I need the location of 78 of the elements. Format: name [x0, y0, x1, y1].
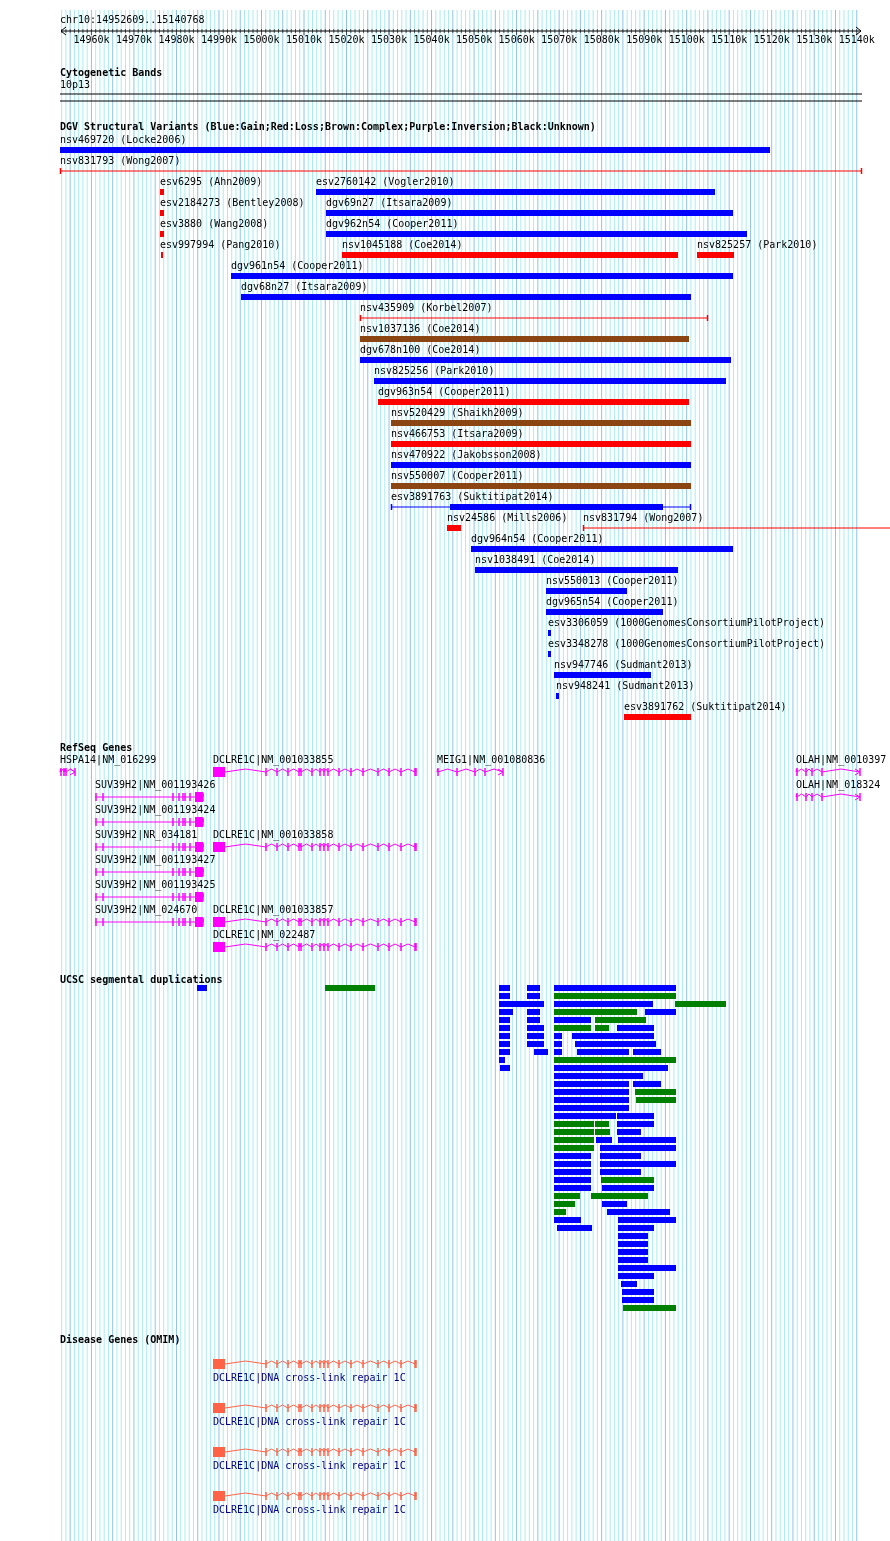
gene-label: SUV39H2|NR_034181	[95, 829, 198, 840]
variant-label: nsv1038491 (Coe2014)	[475, 554, 596, 565]
variant-label: dgv964n54 (Cooper2011)	[471, 533, 604, 544]
gene-label: HSPA14|NM_016299	[60, 754, 157, 765]
variant-label: nsv948241 (Sudmant2013)	[556, 680, 695, 691]
track-title: RefSeq Genes	[60, 742, 133, 753]
variant-label: dgv965n54 (Cooper2011)	[546, 596, 679, 607]
variant-label: esv3891763 (Suktitipat2014)	[391, 491, 554, 502]
variant-label: nsv831793 (Wong2007)	[60, 155, 181, 166]
gene-label: OLAH|NM_0010397	[796, 754, 887, 765]
tick-label: 15080k	[583, 34, 620, 45]
gene-label: SUV39H2|NM_001193426	[95, 779, 216, 790]
variant-label: esv3348278 (1000GenomesConsortiumPilotProject)	[548, 638, 825, 649]
tick-label: 15050k	[456, 34, 493, 45]
variant-label: esv2184273 (Bentley2008)	[160, 197, 305, 208]
gene-description: DCLRE1C|DNA cross-link repair 1C	[213, 1504, 406, 1515]
position-label: chr10:14952609..15140768	[60, 14, 205, 25]
variant-label: esv3891762 (Suktitipat2014)	[624, 701, 787, 712]
gene-label: SUV39H2|NM_001193424	[95, 804, 216, 815]
track-title: UCSC segmental duplications	[60, 974, 223, 985]
variant-label: dgv963n54 (Cooper2011)	[378, 386, 511, 397]
tick-label: 15060k	[498, 34, 535, 45]
tick-label: 14990k	[200, 34, 238, 45]
variant-label: nsv24586 (Mills2006)	[447, 512, 568, 523]
tick-label: 14970k	[115, 34, 153, 45]
gene-label: OLAH|NM_018324	[796, 779, 881, 790]
variant-label: dgv678n100 (Coe2014)	[360, 344, 481, 355]
variant-label: esv6295 (Ahn2009)	[160, 176, 263, 187]
track-title: DGV Structural Variants (Blue:Gain;Red:Loss;Brown:Complex;Purple:Inversion;Black:Unknown)	[60, 121, 596, 132]
tick-label: 15030k	[371, 34, 408, 45]
track-title: Disease Genes (OMIM)	[60, 1334, 181, 1345]
variant-label: esv3306059 (1000GenomesConsortiumPilotProject)	[548, 617, 825, 628]
variant-label: nsv825257 (Park2010)	[697, 239, 818, 250]
tick-label: 15040k	[413, 34, 450, 45]
variant-label: nsv947746 (Sudmant2013)	[554, 659, 693, 670]
variant-label: nsv469720 (Locke2006)	[60, 134, 187, 145]
gene-label: DCLRE1C|NM_001033857	[213, 904, 334, 915]
variant-label: esv3880 (Wang2008)	[160, 218, 269, 229]
tick-label: 15020k	[328, 34, 365, 45]
gene-label: SUV39H2|NM_024670	[95, 904, 198, 915]
gene-label: SUV39H2|NM_001193427	[95, 854, 216, 865]
gene-label: SUV39H2|NM_001193425	[95, 879, 216, 890]
variant-label: nsv470922 (Jakobsson2008)	[391, 449, 542, 460]
variant-label: nsv520429 (Shaikh2009)	[391, 407, 524, 418]
variant-label: nsv550013 (Cooper2011)	[546, 575, 679, 586]
track-title: Cytogenetic Bands	[60, 67, 163, 78]
variant-label: nsv1037136 (Coe2014)	[360, 323, 481, 334]
tick-label: 15110k	[711, 34, 748, 45]
band-label: 10p13	[60, 79, 91, 90]
tick-label: 14960k	[73, 34, 110, 45]
tick-label: 15130k	[796, 34, 833, 45]
variant-label: dgv961n54 (Cooper2011)	[231, 260, 364, 271]
variant-label: esv997994 (Pang2010)	[160, 239, 281, 250]
tick-label: 15010k	[286, 34, 323, 45]
variant-label: dgv69n27 (Itsara2009)	[326, 197, 453, 208]
variant-label: esv2760142 (Vogler2010)	[316, 176, 455, 187]
variant-label: nsv466753 (Itsara2009)	[391, 428, 524, 439]
variant-label: nsv550007 (Cooper2011)	[391, 470, 524, 481]
variant-label: nsv1045188 (Coe2014)	[342, 239, 463, 250]
tick-label: 15000k	[243, 34, 280, 45]
gene-description: DCLRE1C|DNA cross-link repair 1C	[213, 1460, 406, 1471]
gene-label: DCLRE1C|NM_001033858	[213, 829, 334, 840]
tick-label: 15070k	[541, 34, 578, 45]
tick-label: 15140k	[838, 34, 875, 45]
variant-label: dgv962n54 (Cooper2011)	[326, 218, 459, 229]
gene-label: MEIG1|NM_001080836	[437, 754, 546, 765]
gene-label: DCLRE1C|NM_001033855	[213, 754, 334, 765]
tick-label: 15120k	[753, 34, 790, 45]
tick-label: 15100k	[668, 34, 705, 45]
tick-label: 14980k	[158, 34, 195, 45]
tick-label: 15090k	[626, 34, 663, 45]
gene-description: DCLRE1C|DNA cross-link repair 1C	[213, 1416, 406, 1427]
gene-label: DCLRE1C|NM_022487	[213, 929, 316, 940]
variant-label: nsv831794 (Wong2007)	[583, 512, 704, 523]
variant-label: nsv825256 (Park2010)	[374, 365, 495, 376]
gene-description: DCLRE1C|DNA cross-link repair 1C	[213, 1372, 406, 1383]
variant-label: dgv68n27 (Itsara2009)	[241, 281, 368, 292]
variant-label: nsv435909 (Korbel2007)	[360, 302, 493, 313]
